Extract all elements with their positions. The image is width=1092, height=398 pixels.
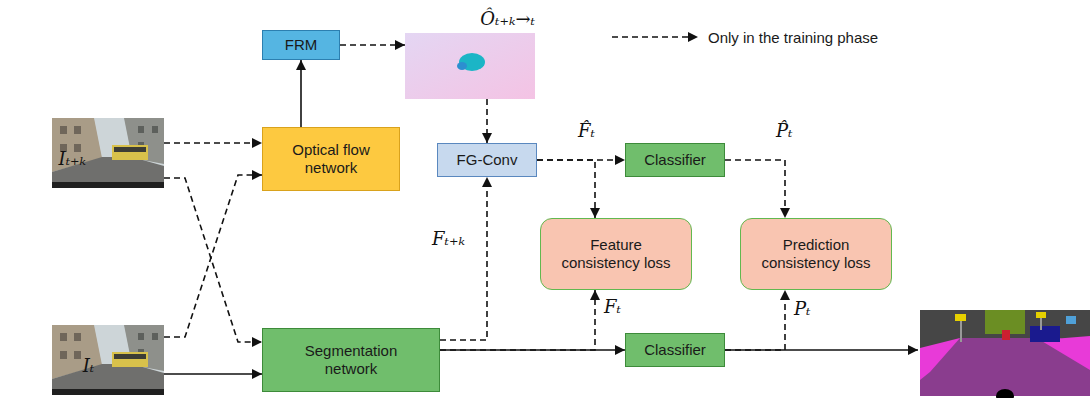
seg-ego-vehicle <box>996 389 1014 398</box>
signal-label: Fₜ₊ₖ <box>430 228 467 249</box>
loss-box: Prediction consistency loss <box>740 218 892 290</box>
training-connector <box>340 44 405 46</box>
connector <box>300 60 302 127</box>
flow-field <box>405 33 535 99</box>
training-connector <box>725 160 785 218</box>
box-label: Optical flow network <box>273 141 389 177</box>
legend-swatch <box>610 27 700 47</box>
signal-label: F̂ₜ <box>576 120 597 141</box>
legend-item: Only in the training phase <box>610 27 878 47</box>
box-label: Segmentation network <box>285 342 417 378</box>
classifier-box: Classifier <box>625 333 725 367</box>
training-connector <box>164 175 262 337</box>
loss-box: Feature consistency loss <box>540 218 692 290</box>
training-connector <box>440 177 487 340</box>
input-frame: Iₜ₊ₖ <box>52 118 164 188</box>
training-connector <box>537 160 595 218</box>
classifier-box: Classifier <box>625 143 725 177</box>
training-connector <box>486 99 488 143</box>
input-frame-image <box>52 118 164 188</box>
connector <box>164 373 262 375</box>
math-label: Iₜ₊ₖ <box>59 148 87 170</box>
seg-sidewalk <box>920 338 960 380</box>
training-connector <box>164 142 262 144</box>
seg-sign <box>1036 312 1046 318</box>
network-box: Optical flow network <box>262 127 400 191</box>
seg-bus <box>1030 326 1060 342</box>
box-label: Feature consistency loss <box>559 236 673 272</box>
seg-sky <box>1066 316 1076 324</box>
box-label: FRM <box>285 36 318 54</box>
flow-image: Ôₜ₊ₖ→ₜ <box>405 33 535 99</box>
input-frame: Iₜ <box>52 325 164 395</box>
output-arrow <box>725 349 918 351</box>
math-label: Ôₜ₊ₖ→ₜ <box>480 8 535 30</box>
signal-label: Pₜ <box>792 298 813 319</box>
legend-text: Only in the training phase <box>708 29 878 46</box>
seg-sign <box>955 314 966 321</box>
training-connector <box>164 178 262 342</box>
input-frame-image <box>52 325 164 395</box>
module-box: FG-Conv <box>437 143 537 177</box>
legend-arrowhead <box>688 32 698 42</box>
segmentation-output-image <box>920 310 1090 398</box>
math-label: Iₜ <box>83 355 95 377</box>
box-label: Classifier <box>644 341 706 359</box>
optical-flow-image <box>405 33 535 99</box>
legend-dashed-line <box>612 36 688 38</box>
box-label: Prediction consistency loss <box>759 236 873 272</box>
signal-label: P̂ₜ <box>774 120 795 141</box>
box-label: Classifier <box>644 151 706 169</box>
box-label: FG-Conv <box>457 151 518 169</box>
seg-person <box>1002 330 1010 340</box>
seg-building <box>920 310 1090 396</box>
signal-label: Fₜ <box>602 296 623 317</box>
module-box: FRM <box>262 30 340 60</box>
training-connector <box>440 290 595 350</box>
flow-blob <box>457 62 467 70</box>
training-connector <box>725 290 785 350</box>
network-box: Segmentation network <box>262 328 440 392</box>
